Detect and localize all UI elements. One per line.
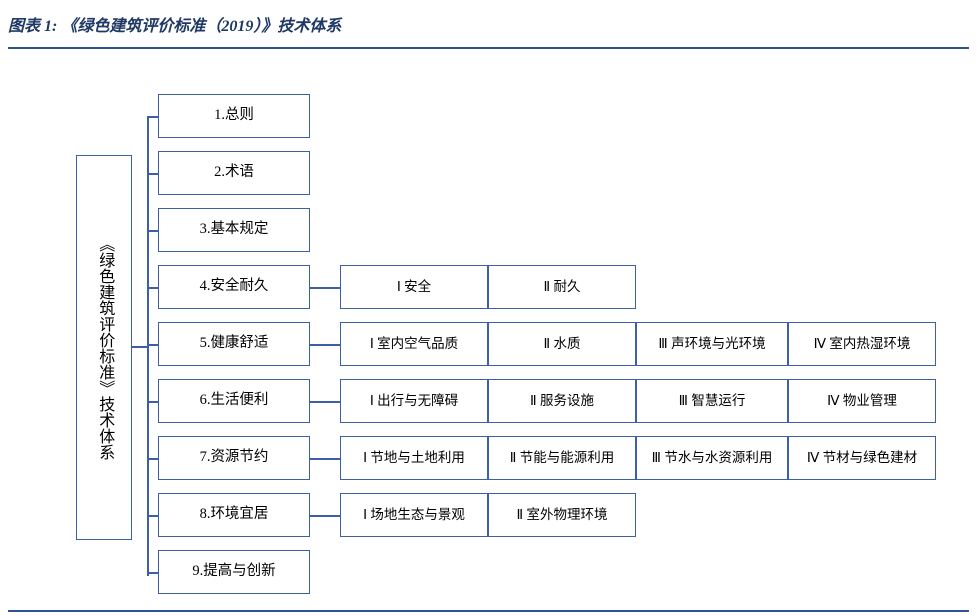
level2-spine-connector bbox=[147, 116, 149, 576]
level2-stub-8 bbox=[147, 515, 158, 517]
level2-stub-5 bbox=[147, 344, 158, 346]
level3-node-6-2: Ⅱ 服务设施 bbox=[488, 379, 636, 423]
level3-node-7-4: Ⅳ 节材与绿色建材 bbox=[788, 436, 936, 480]
level3-node-6-1: Ⅰ 出行与无障碍 bbox=[340, 379, 488, 423]
level2-node-8: 8.环境宜居 bbox=[158, 493, 310, 537]
level3-node-8-2: Ⅱ 室外物理环境 bbox=[488, 493, 636, 537]
level3-connector-row-5 bbox=[310, 344, 340, 346]
level3-node-7-1: Ⅰ 节地与土地利用 bbox=[340, 436, 488, 480]
level2-node-5: 5.健康舒适 bbox=[158, 322, 310, 366]
level3-node-5-4: Ⅳ 室内热湿环境 bbox=[788, 322, 936, 366]
level3-node-7-3: Ⅲ 节水与水资源利用 bbox=[636, 436, 788, 480]
level2-node-3: 3.基本规定 bbox=[158, 208, 310, 252]
level2-stub-9 bbox=[147, 572, 158, 574]
level3-node-6-4: Ⅳ 物业管理 bbox=[788, 379, 936, 423]
level3-connector-row-6 bbox=[310, 401, 340, 403]
root-node: 《绿色建筑评价标准》技术体系 bbox=[76, 155, 132, 540]
level2-stub-7 bbox=[147, 458, 158, 460]
level3-connector-row-7 bbox=[310, 458, 340, 460]
bottom-divider bbox=[8, 610, 969, 612]
level2-node-7: 7.资源节约 bbox=[158, 436, 310, 480]
level2-stub-4 bbox=[147, 287, 158, 289]
level2-node-4: 4.安全耐久 bbox=[158, 265, 310, 309]
level3-node-4-2: Ⅱ 耐久 bbox=[488, 265, 636, 309]
level2-node-1: 1.总则 bbox=[158, 94, 310, 138]
level3-node-4-1: Ⅰ 安全 bbox=[340, 265, 488, 309]
level2-node-6: 6.生活便利 bbox=[158, 379, 310, 423]
level2-stub-6 bbox=[147, 401, 158, 403]
level2-stub-1 bbox=[147, 116, 158, 118]
level3-connector-row-8 bbox=[310, 515, 340, 517]
level3-node-8-1: Ⅰ 场地生态与景观 bbox=[340, 493, 488, 537]
level2-node-9: 9.提高与创新 bbox=[158, 550, 310, 594]
figure-title: 图表 1: 《绿色建筑评价标准（2019）》技术体系 bbox=[8, 18, 342, 35]
title-divider bbox=[8, 47, 969, 49]
level3-node-7-2: Ⅱ 节能与能源利用 bbox=[488, 436, 636, 480]
level2-stub-2 bbox=[147, 173, 158, 175]
level2-stub-3 bbox=[147, 230, 158, 232]
level3-connector-row-4 bbox=[310, 287, 340, 289]
level2-node-2: 2.术语 bbox=[158, 151, 310, 195]
level3-node-5-3: Ⅲ 声环境与光环境 bbox=[636, 322, 788, 366]
level3-node-5-2: Ⅱ 水质 bbox=[488, 322, 636, 366]
root-stub-connector bbox=[132, 346, 148, 348]
level3-node-5-1: Ⅰ 室内空气品质 bbox=[340, 322, 488, 366]
level3-node-6-3: Ⅲ 智慧运行 bbox=[636, 379, 788, 423]
